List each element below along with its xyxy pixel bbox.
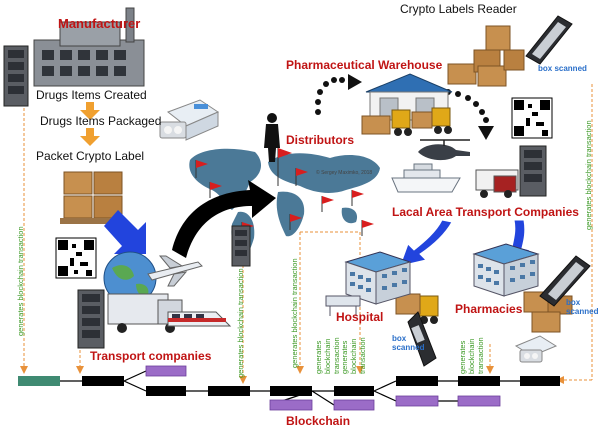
red-flags [195,148,374,240]
genesis-block [18,376,60,386]
hospital-bed-icon [325,295,361,316]
box-scanned-hospital-label: box scanned [392,334,425,352]
local-transport-label: Lacal Area Transport Companies [392,205,579,219]
cardboard-boxes-icon [447,25,525,87]
forklift-icon [411,107,452,134]
transaction-label-hospital-right: generates blockchain transaction [340,337,367,374]
transaction-label-hospital-left: generates blockchain transaction [314,337,341,374]
dashed-connectors [20,84,593,384]
block [457,395,501,407]
factory-icon [33,7,145,87]
process-arrows [80,102,100,146]
server-rack-icon [231,225,251,267]
block [520,376,560,386]
airplane-icon [147,255,203,287]
pill-box-icon [514,335,558,363]
drugs-packaged-label: Drugs Items Packaged [40,114,162,128]
red-flag-icon [195,160,208,178]
blue-arrow-icon [104,210,146,254]
blue-arrow-icon [399,219,453,267]
qr-code-icon [55,237,97,279]
box-scanned-pharmacy-label: box scanned [566,298,599,316]
block [458,376,500,386]
block [396,376,438,386]
drugs-created-label: Drugs Items Created [36,88,147,102]
red-flag-icon [277,148,292,186]
transaction-label-manufacturer: generates blockchain transaction [16,226,25,336]
block [395,395,439,407]
pharma-warehouse-label: Pharmaceutical Warehouse [286,58,443,72]
blockchain-chain [18,365,560,411]
building-icon [344,251,412,305]
crypto-reader-label: Crypto Labels Reader [400,2,517,16]
blockchain-label: Blockchain [286,414,351,428]
transaction-label-pharmacies: generates blockchain transaction [458,337,485,374]
transaction-label-distributors: generates blockchain transaction [290,258,299,368]
manufacturer-label: Manufacturer [58,16,141,31]
black-arrow-icon [172,180,276,258]
transaction-label-warehouse: generates blockchain transaction [584,120,593,230]
red-flag-icon [209,182,222,198]
cardboard-boxes-icon [60,171,126,224]
red-flag-icon [361,220,374,236]
building-icon [472,243,540,297]
hospital-label: Hospital [336,310,384,324]
block [269,399,313,411]
block [208,386,250,396]
barcode-scanner-icon [539,255,591,307]
ship-icon [391,163,461,193]
server-rack-icon [519,145,547,197]
copyright-text: © Sergey Maximko, 2018 [316,170,373,176]
helicopter-icon [418,139,470,161]
red-flag-icon [351,190,364,206]
truck-icon [475,169,519,198]
train-icon [167,311,232,327]
server-rack-icon [3,45,29,107]
barcode-scanner-icon [407,311,437,367]
block [333,399,375,411]
pill-box-icon [159,99,220,141]
transport-companies-label: Transport companies [90,349,212,363]
block [145,365,187,377]
distributors-label: Distributors [286,133,355,147]
block [334,386,374,396]
block [82,376,124,386]
red-flag-icon [295,168,308,186]
barcode-scanner-icon [525,15,573,65]
dotted-arrows [315,74,494,140]
person-icon [264,113,280,162]
block [270,386,312,396]
forklift-icon [361,109,412,136]
qr-code-icon [511,97,553,139]
red-flag-icon [321,196,334,212]
box-scanned-label: box scanned [538,64,587,73]
pharmacies-label: Pharmacies [455,302,523,316]
packet-label-label: Packet Crypto Label [36,149,145,163]
block [146,386,186,396]
server-rack-icon [77,289,105,349]
red-flag-icon [289,214,302,230]
transaction-label-transport: generates blockchain transaction [236,268,245,378]
